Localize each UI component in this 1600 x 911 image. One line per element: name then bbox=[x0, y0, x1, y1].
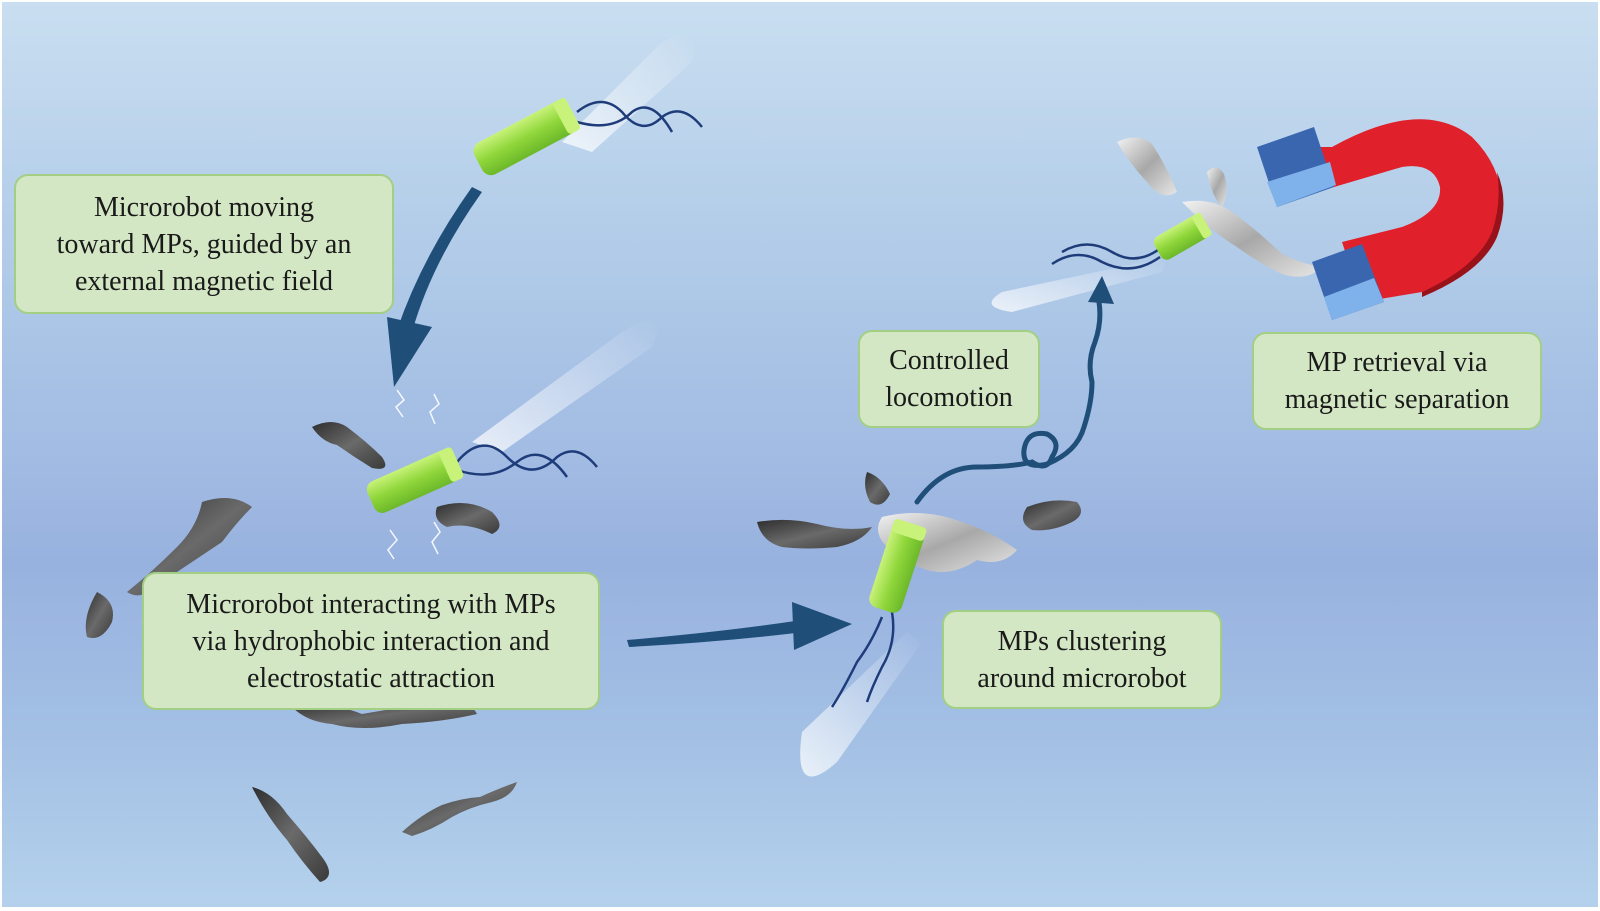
motion-trail-clustering bbox=[800, 632, 922, 777]
microrobot-retrieval bbox=[1153, 212, 1212, 260]
flagella bbox=[456, 100, 1163, 708]
microrobot-middle bbox=[366, 447, 464, 513]
microrobot-clustering bbox=[869, 519, 927, 613]
arrow-moving-down bbox=[387, 187, 482, 387]
microrobot-top bbox=[473, 98, 580, 176]
label-mp-retrieval: MP retrieval via magnetic separation bbox=[1252, 332, 1542, 430]
horseshoe-magnet bbox=[1257, 119, 1504, 320]
motion-trail-retrieval bbox=[991, 257, 1167, 312]
motion-trail-top bbox=[562, 35, 694, 153]
arrow-to-cluster bbox=[627, 602, 852, 650]
label-mps-clustering: MPs clustering around microrobot bbox=[942, 610, 1222, 709]
label-controlled-locomotion: Controlled locomotion bbox=[858, 330, 1040, 428]
label-microrobot-moving: Microrobot moving toward MPs, guided by … bbox=[14, 174, 394, 314]
vibration-marks bbox=[387, 389, 441, 560]
arrow-controlled-locomotion bbox=[914, 276, 1114, 505]
label-microrobot-interacting: Microrobot interacting with MPs via hydr… bbox=[142, 572, 600, 710]
motion-trail-middle bbox=[472, 320, 658, 452]
